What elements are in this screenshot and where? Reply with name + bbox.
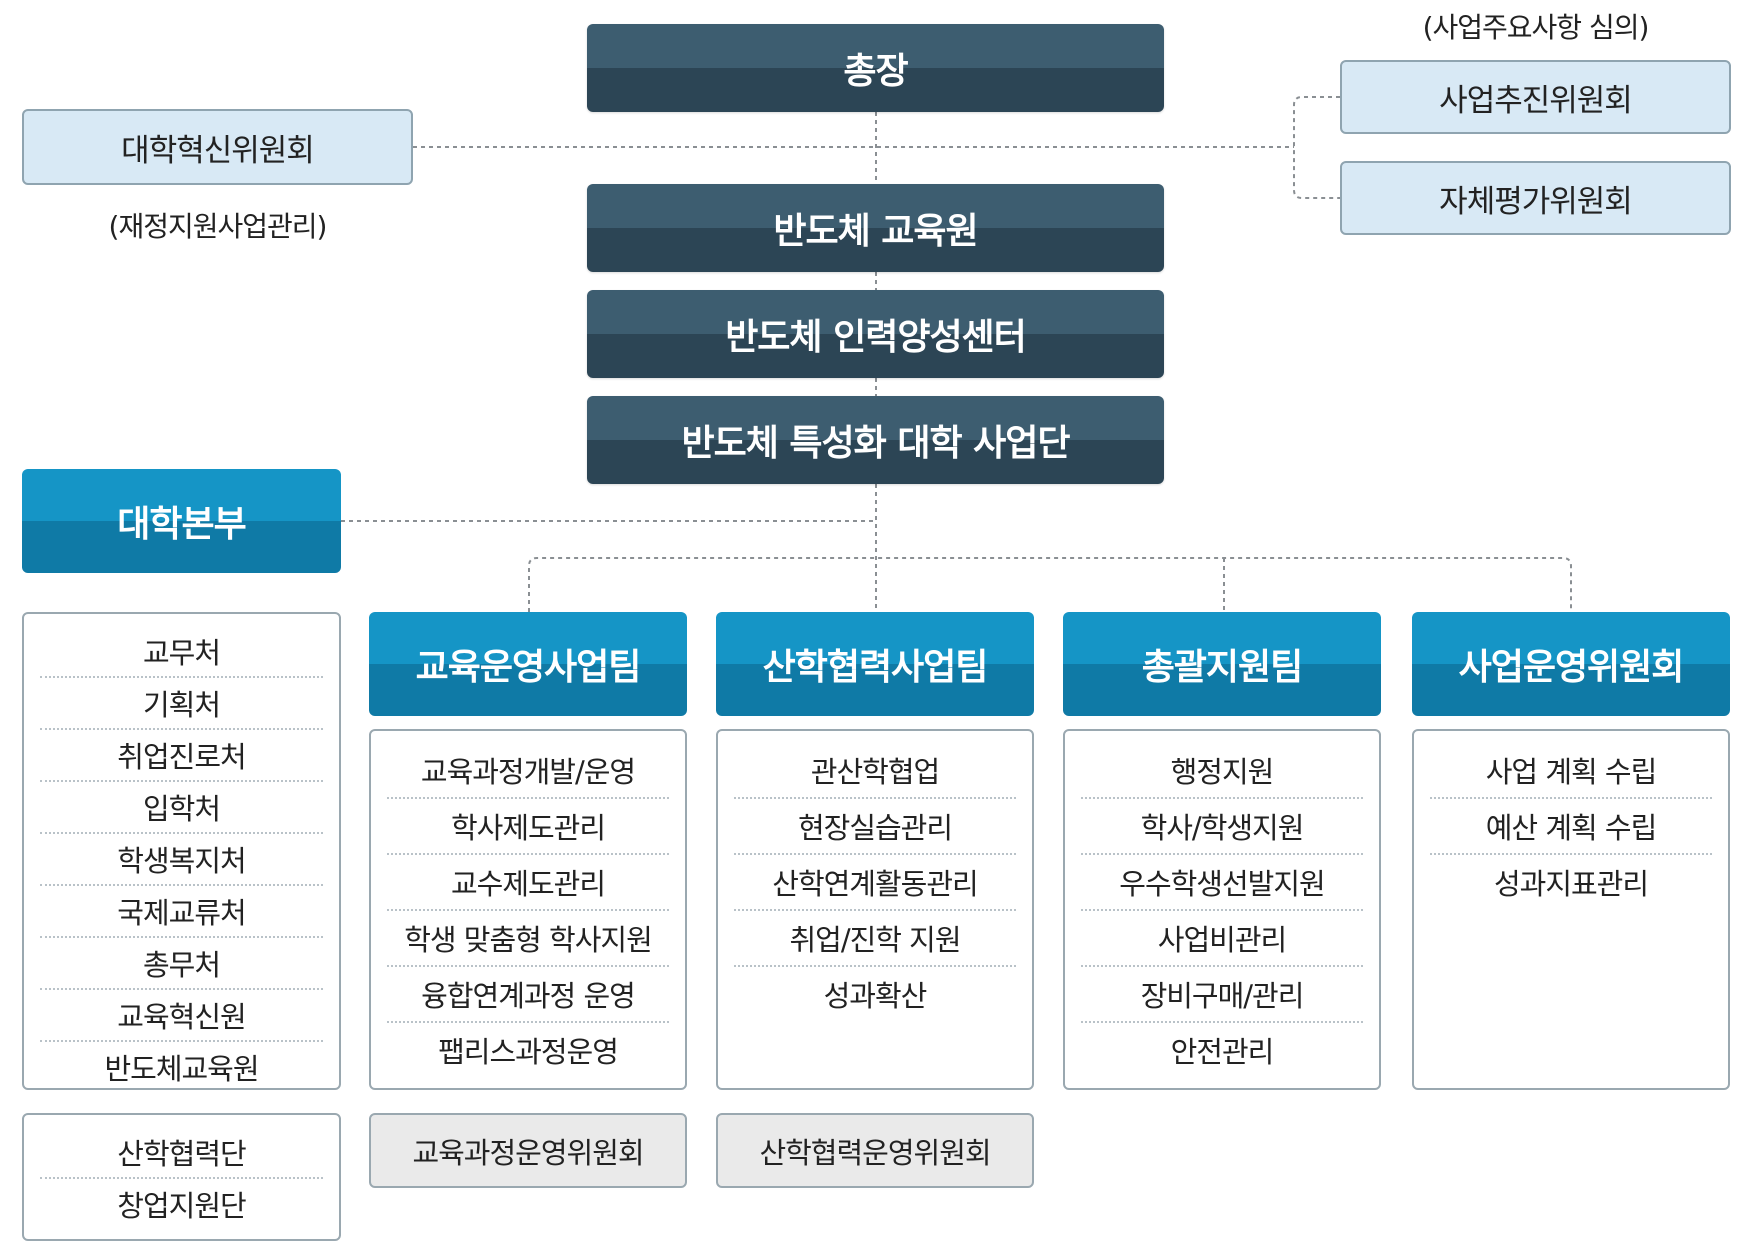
project-group-label: 반도체 특성화 대학 사업단: [681, 423, 1071, 464]
list-item: 산학협력단: [40, 1127, 323, 1179]
project-group-box: 반도체 특성화 대학 사업단: [587, 396, 1164, 484]
team-title: 사업운영위원회: [1458, 647, 1685, 688]
list-item: 취업/진학 지원: [734, 911, 1016, 967]
list-item: 학사/학생지원: [1081, 799, 1363, 855]
edu-institute-label: 반도체 교육원: [773, 211, 978, 252]
list-item: 안전관리: [1170, 1035, 1275, 1069]
committee-label: 교육과정운영위원회: [412, 1135, 644, 1170]
edu-institute-box: 반도체 교육원: [587, 184, 1164, 272]
self-eval-committee-box: 자체평가위원회: [1340, 161, 1731, 235]
list-item: 창업지원단: [117, 1189, 246, 1223]
training-center-label: 반도체 인력양성센터: [725, 317, 1027, 358]
innovation-committee-note: (재정지원사업관리): [108, 210, 328, 243]
innovation-committee-label: 대학혁신위원회: [121, 132, 315, 169]
list-item: 학사제도관리: [387, 799, 669, 855]
president-label: 총장: [843, 51, 908, 92]
list-item: 사업비관리: [1081, 911, 1363, 967]
headquarters-label: 대학본부: [117, 504, 246, 545]
promotion-committee-box: 사업추진위원회: [1340, 60, 1731, 134]
list-item: 국제교류처: [40, 886, 323, 938]
team-industry-duties: 관산학협업 현장실습관리 산학연계활동관리 취업/진학 지원 성과확산: [716, 729, 1034, 1090]
right-committees-note: (사업주요사항 심의): [1422, 11, 1650, 44]
list-item: 산학연계활동관리: [734, 855, 1016, 911]
team-steering-duties: 사업 계획 수립 예산 계획 수립 성과지표관리: [1412, 729, 1730, 1090]
list-item: 교육혁신원: [40, 990, 323, 1042]
headquarters-groups-list: 산학협력단 창업지원단: [22, 1113, 341, 1241]
list-item: 우수학생선발지원: [1081, 855, 1363, 911]
team-industry-header: 산학협력사업팀: [716, 612, 1034, 716]
list-item: 교육과정개발/운영: [387, 743, 669, 799]
list-item: 취업진로처: [40, 730, 323, 782]
list-item: 예산 계획 수립: [1430, 799, 1712, 855]
team-title: 산학협력사업팀: [762, 647, 989, 688]
team-steering-header: 사업운영위원회: [1412, 612, 1730, 716]
team-title: 교육운영사업팀: [415, 647, 642, 688]
team-general-header: 총괄지원팀: [1063, 612, 1381, 716]
list-item: 팹리스과정운영: [438, 1035, 619, 1069]
promotion-committee-label: 사업추진위원회: [1439, 82, 1633, 119]
list-item: 행정지원: [1081, 743, 1363, 799]
list-item: 총무처: [40, 938, 323, 990]
list-item: 반도체교육원: [104, 1052, 259, 1086]
training-center-box: 반도체 인력양성센터: [587, 290, 1164, 378]
list-item: 성과지표관리: [1493, 867, 1649, 901]
team-edu-ops-duties: 교육과정개발/운영 학사제도관리 교수제도관리 학생 맞춤형 학사지원 융합연계…: [369, 729, 687, 1090]
list-item: 성과확산: [823, 979, 928, 1013]
team-general-duties: 행정지원 학사/학생지원 우수학생선발지원 사업비관리 장비구매/관리 안전관리: [1063, 729, 1381, 1090]
list-item: 교무처: [40, 626, 323, 678]
list-item: 장비구매/관리: [1081, 967, 1363, 1023]
list-item: 현장실습관리: [734, 799, 1016, 855]
list-item: 학생 맞춤형 학사지원: [387, 911, 669, 967]
team-title: 총괄지원팀: [1141, 647, 1304, 688]
list-item: 학생복지처: [40, 834, 323, 886]
list-item: 관산학협업: [734, 743, 1016, 799]
president-box: 총장: [587, 24, 1164, 112]
list-item: 교수제도관리: [387, 855, 669, 911]
team-edu-ops-committee: 교육과정운영위원회: [369, 1113, 687, 1188]
team-industry-committee: 산학협력운영위원회: [716, 1113, 1034, 1188]
list-item: 기획처: [40, 678, 323, 730]
innovation-committee-box: 대학혁신위원회: [22, 109, 413, 185]
team-edu-ops-header: 교육운영사업팀: [369, 612, 687, 716]
list-item: 입학처: [40, 782, 323, 834]
headquarters-box: 대학본부: [22, 469, 341, 573]
list-item: 융합연계과정 운영: [387, 967, 669, 1023]
self-eval-committee-label: 자체평가위원회: [1439, 183, 1633, 220]
headquarters-offices-list: 교무처 기획처 취업진로처 입학처 학생복지처 국제교류처 총무처 교육혁신원 …: [22, 612, 341, 1090]
committee-label: 산학협력운영위원회: [759, 1135, 991, 1170]
list-item: 사업 계획 수립: [1430, 743, 1712, 799]
